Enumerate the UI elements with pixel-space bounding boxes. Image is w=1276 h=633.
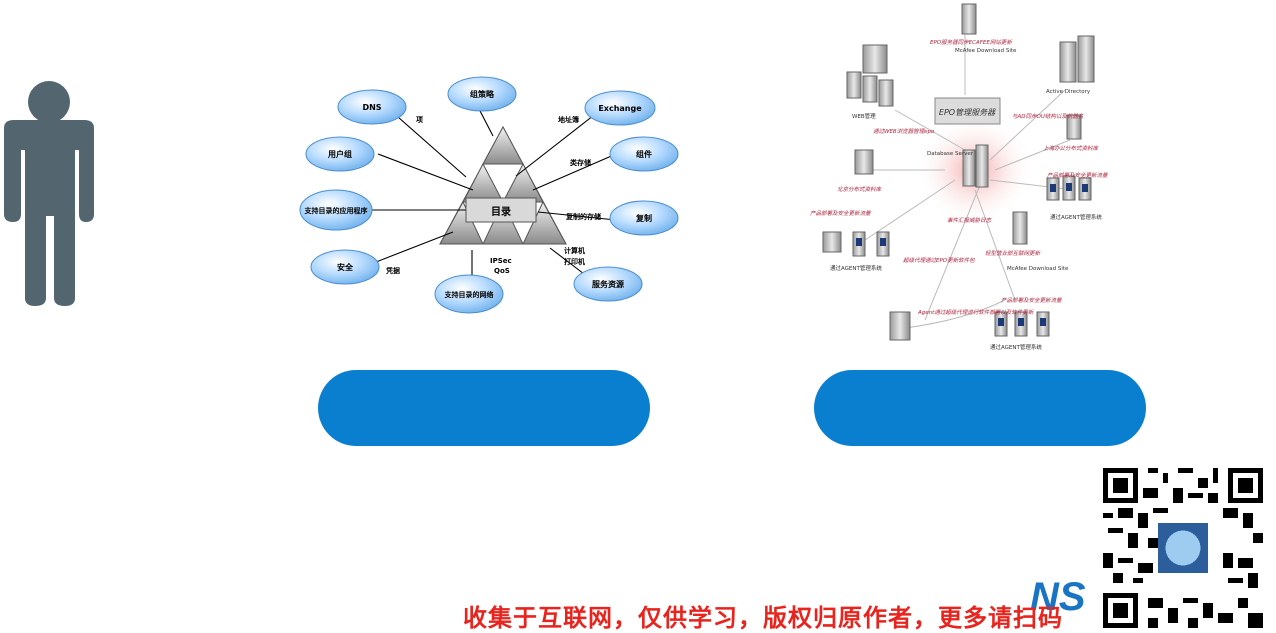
label-printer: 打印机 — [564, 257, 585, 266]
ns-logo: NS — [1030, 575, 1086, 619]
deploy-label-2: 产品部署及安全更新流量 — [810, 210, 871, 217]
person-icon — [0, 80, 100, 310]
left-pill-button[interactable] — [318, 370, 650, 446]
label-address-book: 地址簿 — [558, 115, 579, 124]
label-item: 项 — [416, 115, 423, 124]
epo-diagram: EPO管理服务器 EPO服务器同步E — [805, 0, 1135, 355]
label-replicated-store: 复制的存储 — [565, 212, 601, 221]
node-group-policy: 组策略 — [470, 89, 495, 99]
ad-sync-label: 与AD同步OU结构以及机器名 — [1012, 113, 1084, 120]
agent-proxy-label: Agent通过超级代理进行软件部署以及软件更新 — [917, 309, 1035, 316]
epo-server-label: EPO管理服务器 — [939, 108, 996, 117]
node-apps: 支持目录的应用程序 — [304, 206, 368, 215]
db-server-label: Database Server — [927, 151, 974, 157]
web-via-label: 通过WEB浏览器管理epo — [873, 128, 935, 135]
node-network: 支持目录的网络 — [444, 290, 494, 299]
label-class-store: 类存储 — [570, 158, 591, 167]
node-replication: 复制 — [635, 213, 652, 223]
deploy-label-1: 产品部署及安全更新流量 — [1047, 172, 1108, 179]
center-label: 目录 — [491, 206, 511, 218]
node-component: 组件 — [636, 149, 652, 159]
mcafee-site-bottom: McAfee Download Site — [1007, 266, 1069, 272]
node-dns: DNS — [362, 103, 381, 112]
directory-diagram: 目录 DNS 组策略 — [298, 72, 688, 317]
active-directory-label: Active Directory — [1046, 89, 1091, 95]
shanghai-label: 上海办公分布式资料库 — [1043, 145, 1100, 152]
top-server-label: EPO服务器同步ECAFEE网站更新 — [930, 39, 1013, 46]
label-qos: QoS — [494, 267, 510, 275]
beijing-label: 北京分布式资料库 — [837, 186, 883, 193]
node-service-resources: 服务资源 — [592, 279, 624, 289]
mcafee-site-top: McAfee Download Site — [955, 48, 1017, 54]
qr-code-icon — [1103, 468, 1263, 628]
label-credentials: 凭据 — [385, 266, 400, 275]
proxy-label: 超级代理通过EPO更新软件包 — [903, 257, 975, 264]
agent-mgmt-label-1: 通过AGENT管理系统 — [1050, 213, 1102, 221]
watermark-text: 收集于互联网，仅供学习，版权归原作者，更多请扫码 — [463, 604, 1063, 632]
lightweight-label: 轻型营业部互联网更新 — [985, 250, 1042, 257]
label-computer: 计算机 — [564, 246, 585, 255]
agent-mgmt-label-3: 通过AGENT管理系统 — [990, 343, 1042, 351]
deploy-label-3: 产品部署及安全更新流量 — [1001, 297, 1062, 304]
node-exchange: Exchange — [598, 104, 642, 113]
node-user-group: 用户组 — [327, 149, 352, 159]
node-security: 安全 — [337, 262, 354, 272]
label-ipsec: IPSec — [490, 257, 512, 265]
web-mgmt-label: WEB管理 — [852, 112, 876, 120]
right-pill-button[interactable] — [814, 370, 1146, 446]
agent-mgmt-label-2: 通过AGENT管理系统 — [830, 264, 882, 272]
events-label: 事件汇报威胁日志 — [947, 217, 993, 224]
